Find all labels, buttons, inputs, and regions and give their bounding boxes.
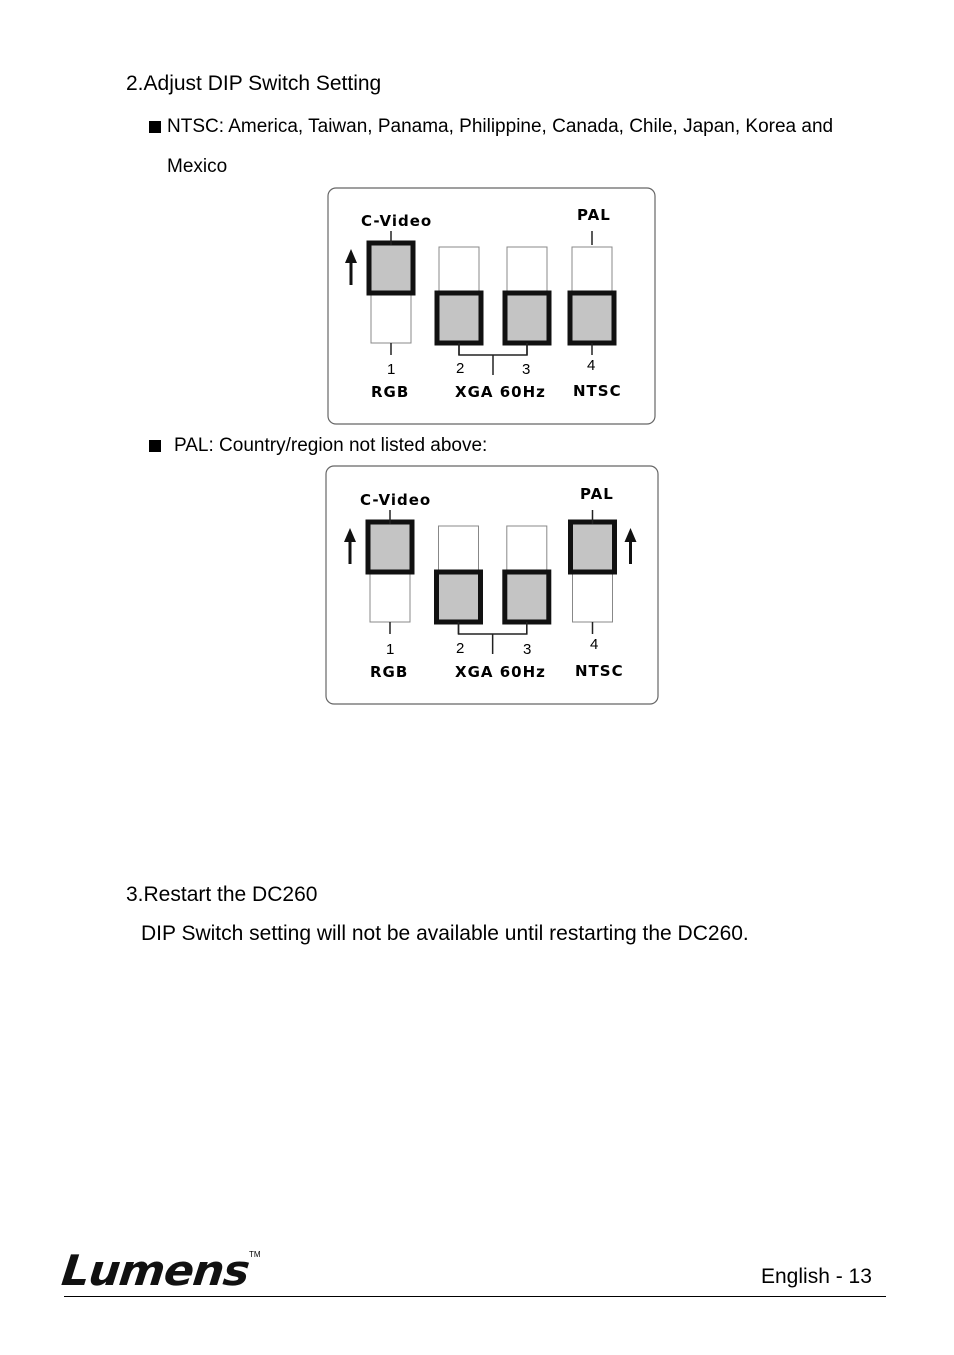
switch-knob-4 [567, 290, 617, 346]
label-pal: PAL [580, 485, 614, 503]
switch-number-3: 3 [523, 641, 531, 658]
up-arrow-icon [624, 528, 637, 542]
logo-wordmark: Lumens [59, 1246, 252, 1295]
ntsc-description: NTSC: America, Taiwan, Panama, Philippin… [167, 116, 834, 137]
label-xga: XGA 60Hz [455, 663, 546, 681]
switch-number-4: 4 [590, 636, 598, 653]
step2-heading: 2.Adjust DIP Switch Setting [126, 72, 382, 95]
switch-knob-2 [434, 290, 484, 346]
switch-number-3: 3 [522, 361, 530, 378]
switch-knob-1 [366, 240, 416, 296]
up-arrow-icon [344, 528, 356, 542]
lumens-logo: Lumens TM [59, 1246, 260, 1295]
label-ntsc: NTSC [573, 382, 622, 400]
label-pal: PAL [577, 206, 611, 224]
switch-knob-4 [568, 519, 617, 575]
label-xga: XGA 60Hz [455, 383, 546, 401]
label-rgb: RGB [370, 663, 408, 681]
pal-description: PAL: Country/region not listed above: [174, 435, 488, 456]
switch-number-2: 2 [456, 360, 464, 377]
switch-knob-2 [434, 569, 483, 625]
label-cvideo: C-Video [361, 212, 432, 230]
switch-number-4: 4 [587, 357, 595, 374]
step3-heading: 3.Restart the DC260 [126, 883, 318, 906]
switch-number-1: 1 [386, 641, 394, 658]
switch-knob-3 [502, 290, 552, 346]
footer-divider [64, 1296, 886, 1297]
switch-knob-3 [502, 569, 552, 625]
bullet-square-icon [149, 439, 161, 457]
bullet-square-icon [149, 120, 161, 138]
switch-number-2: 2 [456, 640, 464, 657]
switch-knob-1 [365, 519, 415, 575]
label-cvideo: C-Video [360, 491, 431, 509]
logo-trademark: TM [249, 1250, 261, 1259]
up-arrow-icon [345, 249, 357, 263]
switch-number-1: 1 [387, 361, 395, 378]
dip-switch-diagram-pal: C-Video PAL 1 2 3 4 RGB XGA 60Hz NTSC [325, 465, 661, 707]
label-ntsc: NTSC [575, 662, 624, 680]
dip-switch-diagram-ntsc: C-Video PAL 1 2 3 4 RGB XGA 60Hz NTSC [327, 187, 657, 427]
step3-body: DIP Switch setting will not be available… [141, 922, 749, 945]
ntsc-description-continued: Mexico [167, 156, 228, 177]
page-number: English - 13 [761, 1265, 872, 1288]
label-rgb: RGB [371, 383, 409, 401]
